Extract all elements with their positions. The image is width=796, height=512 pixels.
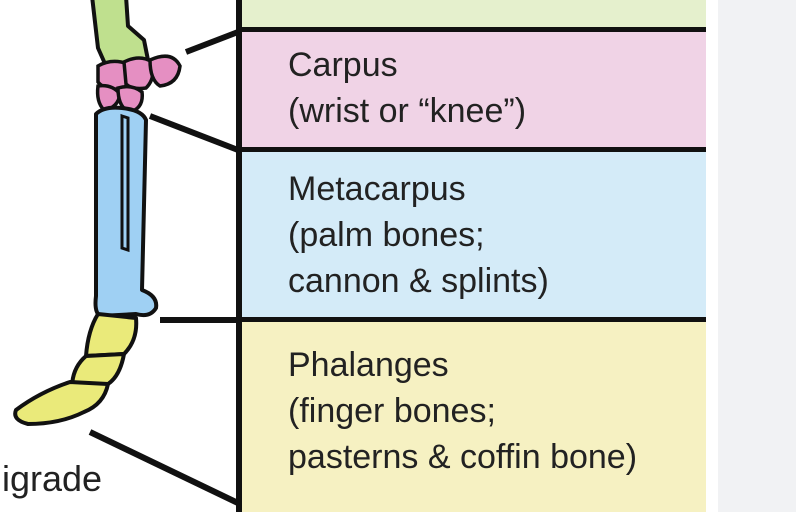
splint-bone	[120, 113, 130, 253]
radius-bone	[90, 0, 150, 68]
carpus-subtitle: (wrist or “knee”)	[288, 92, 527, 130]
leader-line-carpus	[184, 29, 240, 55]
phalanges-line-2: (finger bones;	[288, 392, 496, 430]
leader-line-phalanges-bottom	[88, 429, 242, 507]
band-phalanges: Phalanges (finger bones; pasterns & coff…	[240, 317, 706, 512]
phalanges-line-3: pasterns & coffin bone)	[288, 438, 638, 476]
metacarpus-title: Metacarpus	[288, 170, 466, 208]
right-gutter	[718, 0, 796, 512]
phalanges-label: Phalanges (finger bones; pasterns & coff…	[288, 342, 637, 480]
caption-unguligrade: ligrade	[0, 458, 103, 499]
carpus-title: Carpus	[288, 46, 398, 84]
band-carpus: Carpus (wrist or “knee”)	[240, 27, 706, 152]
carpal-bones	[95, 54, 182, 114]
leader-line-metacarpus	[148, 113, 240, 153]
metacarpus-label: Metacarpus (palm bones; cannon & splints…	[288, 166, 549, 304]
carpus-label: Carpus (wrist or “knee”)	[288, 42, 526, 134]
phalanx-bones	[13, 312, 139, 426]
phalanges-title: Phalanges	[288, 346, 449, 384]
band-forearm-partial	[240, 0, 706, 32]
metacarpus-line-3: cannon & splints)	[288, 262, 549, 300]
band-left-border	[236, 0, 242, 512]
metacarpus-line-2: (palm bones;	[288, 216, 485, 254]
band-metacarpus: Metacarpus (palm bones; cannon & splints…	[240, 147, 706, 322]
